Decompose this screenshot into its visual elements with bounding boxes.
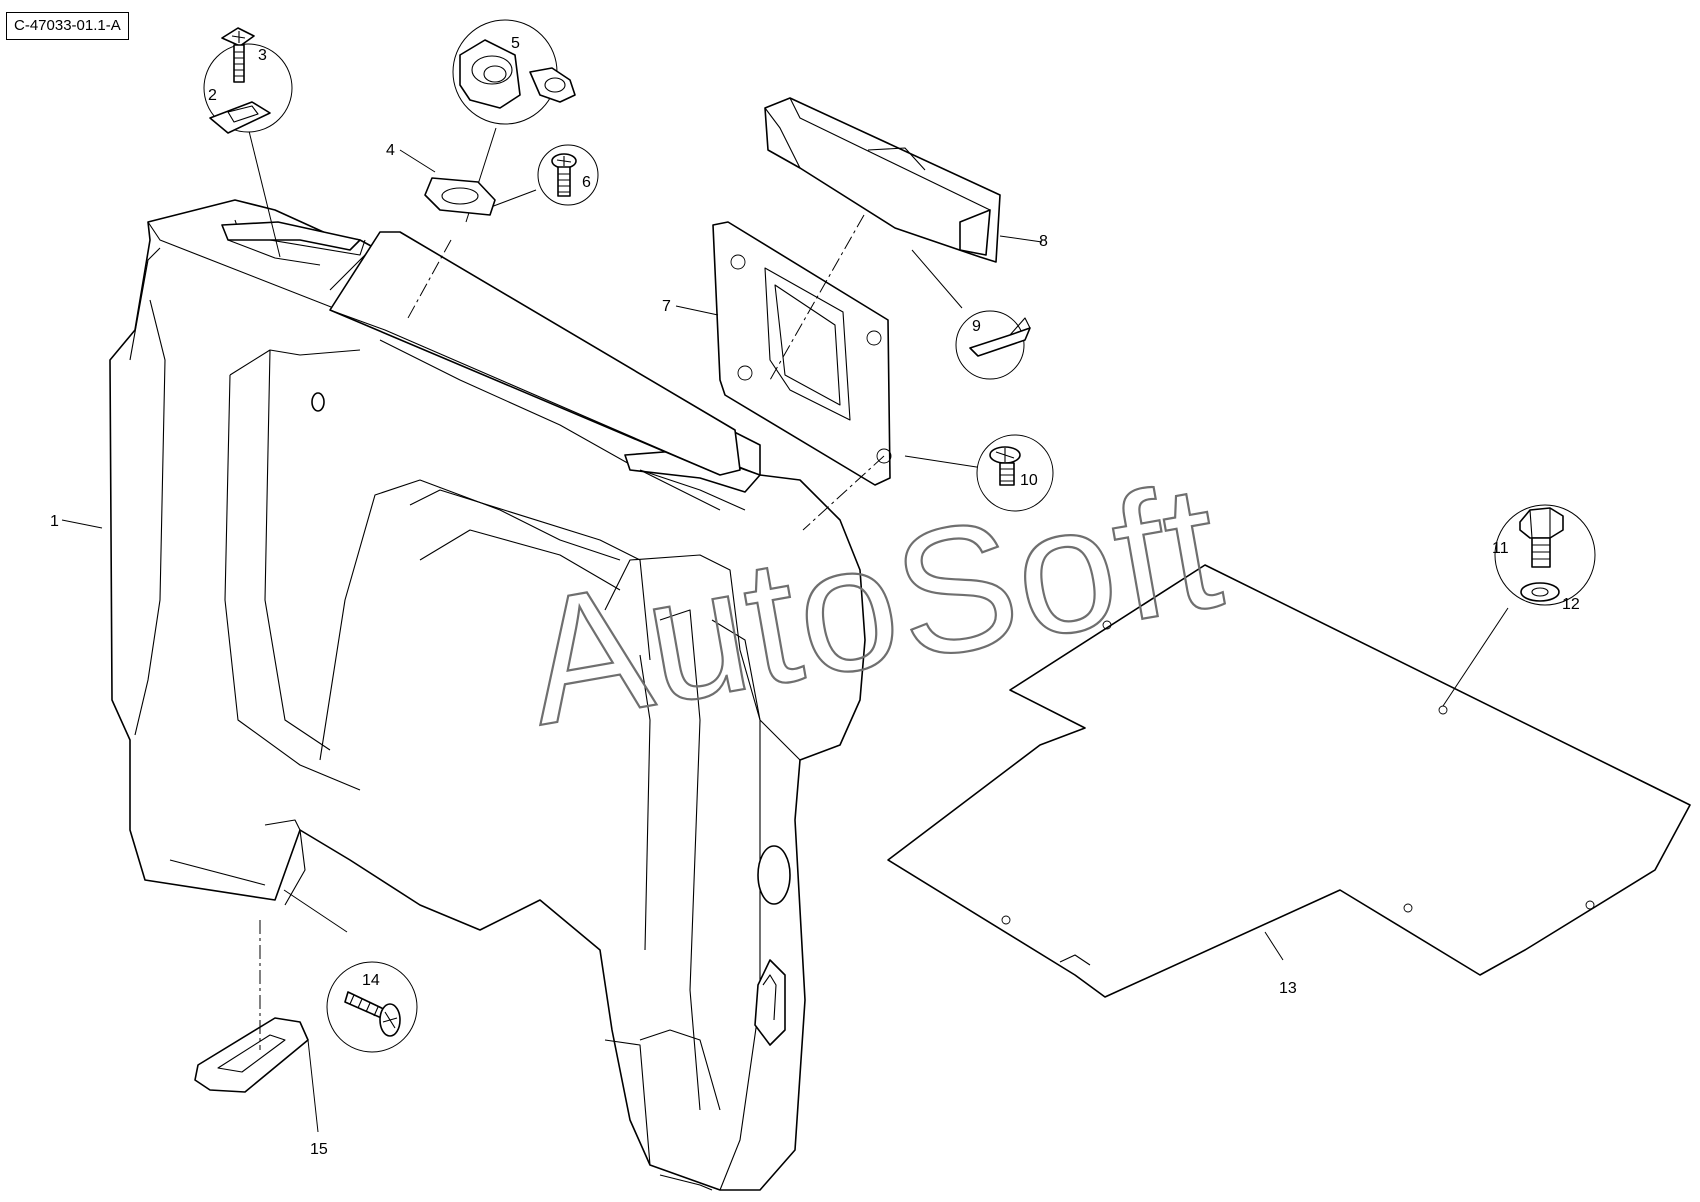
- callout-6: 6: [582, 174, 591, 191]
- callout-8: 8: [1039, 233, 1048, 250]
- callout-14: 14: [362, 972, 380, 989]
- callout-3: 3: [258, 47, 267, 64]
- detail-circle-clip-9: [955, 310, 1031, 380]
- detail-circle-power-socket: [452, 19, 576, 125]
- callout-5: 5: [511, 35, 520, 52]
- leader-lines: [61, 126, 1509, 1133]
- callout-4: 4: [386, 142, 395, 159]
- callout-15: 15: [310, 1141, 328, 1158]
- part-7-bezel-frame: [712, 221, 892, 486]
- detail-circle-screw-14: [326, 961, 418, 1053]
- callout-9: 9: [972, 318, 981, 335]
- detail-circle-bolt-and-washer: [1494, 504, 1596, 606]
- detail-circle-clip-and-screw: [203, 27, 293, 134]
- diagram-reference-code: C-47033-01.1-A: [6, 12, 129, 40]
- part-1-console-housing: [109, 199, 866, 1191]
- callout-12: 12: [1562, 596, 1580, 613]
- part-13-floor-mat: [887, 564, 1691, 998]
- callout-11: 11: [1492, 540, 1509, 557]
- part-8-cover: [764, 97, 1001, 263]
- part-4-gasket: [424, 177, 496, 216]
- part-15-grommet: [194, 1017, 309, 1093]
- callout-2: 2: [208, 87, 217, 104]
- callout-labels: 1 2 3 4 5 6 7 8 9 10 11 12 13 14 15: [50, 35, 1580, 1158]
- callout-10: 10: [1020, 472, 1038, 489]
- callout-7: 7: [662, 298, 671, 315]
- detail-circle-screw-6: [537, 144, 599, 206]
- detail-circle-screw-10: [976, 434, 1054, 512]
- callout-13: 13: [1279, 980, 1297, 997]
- callout-1: 1: [50, 513, 59, 530]
